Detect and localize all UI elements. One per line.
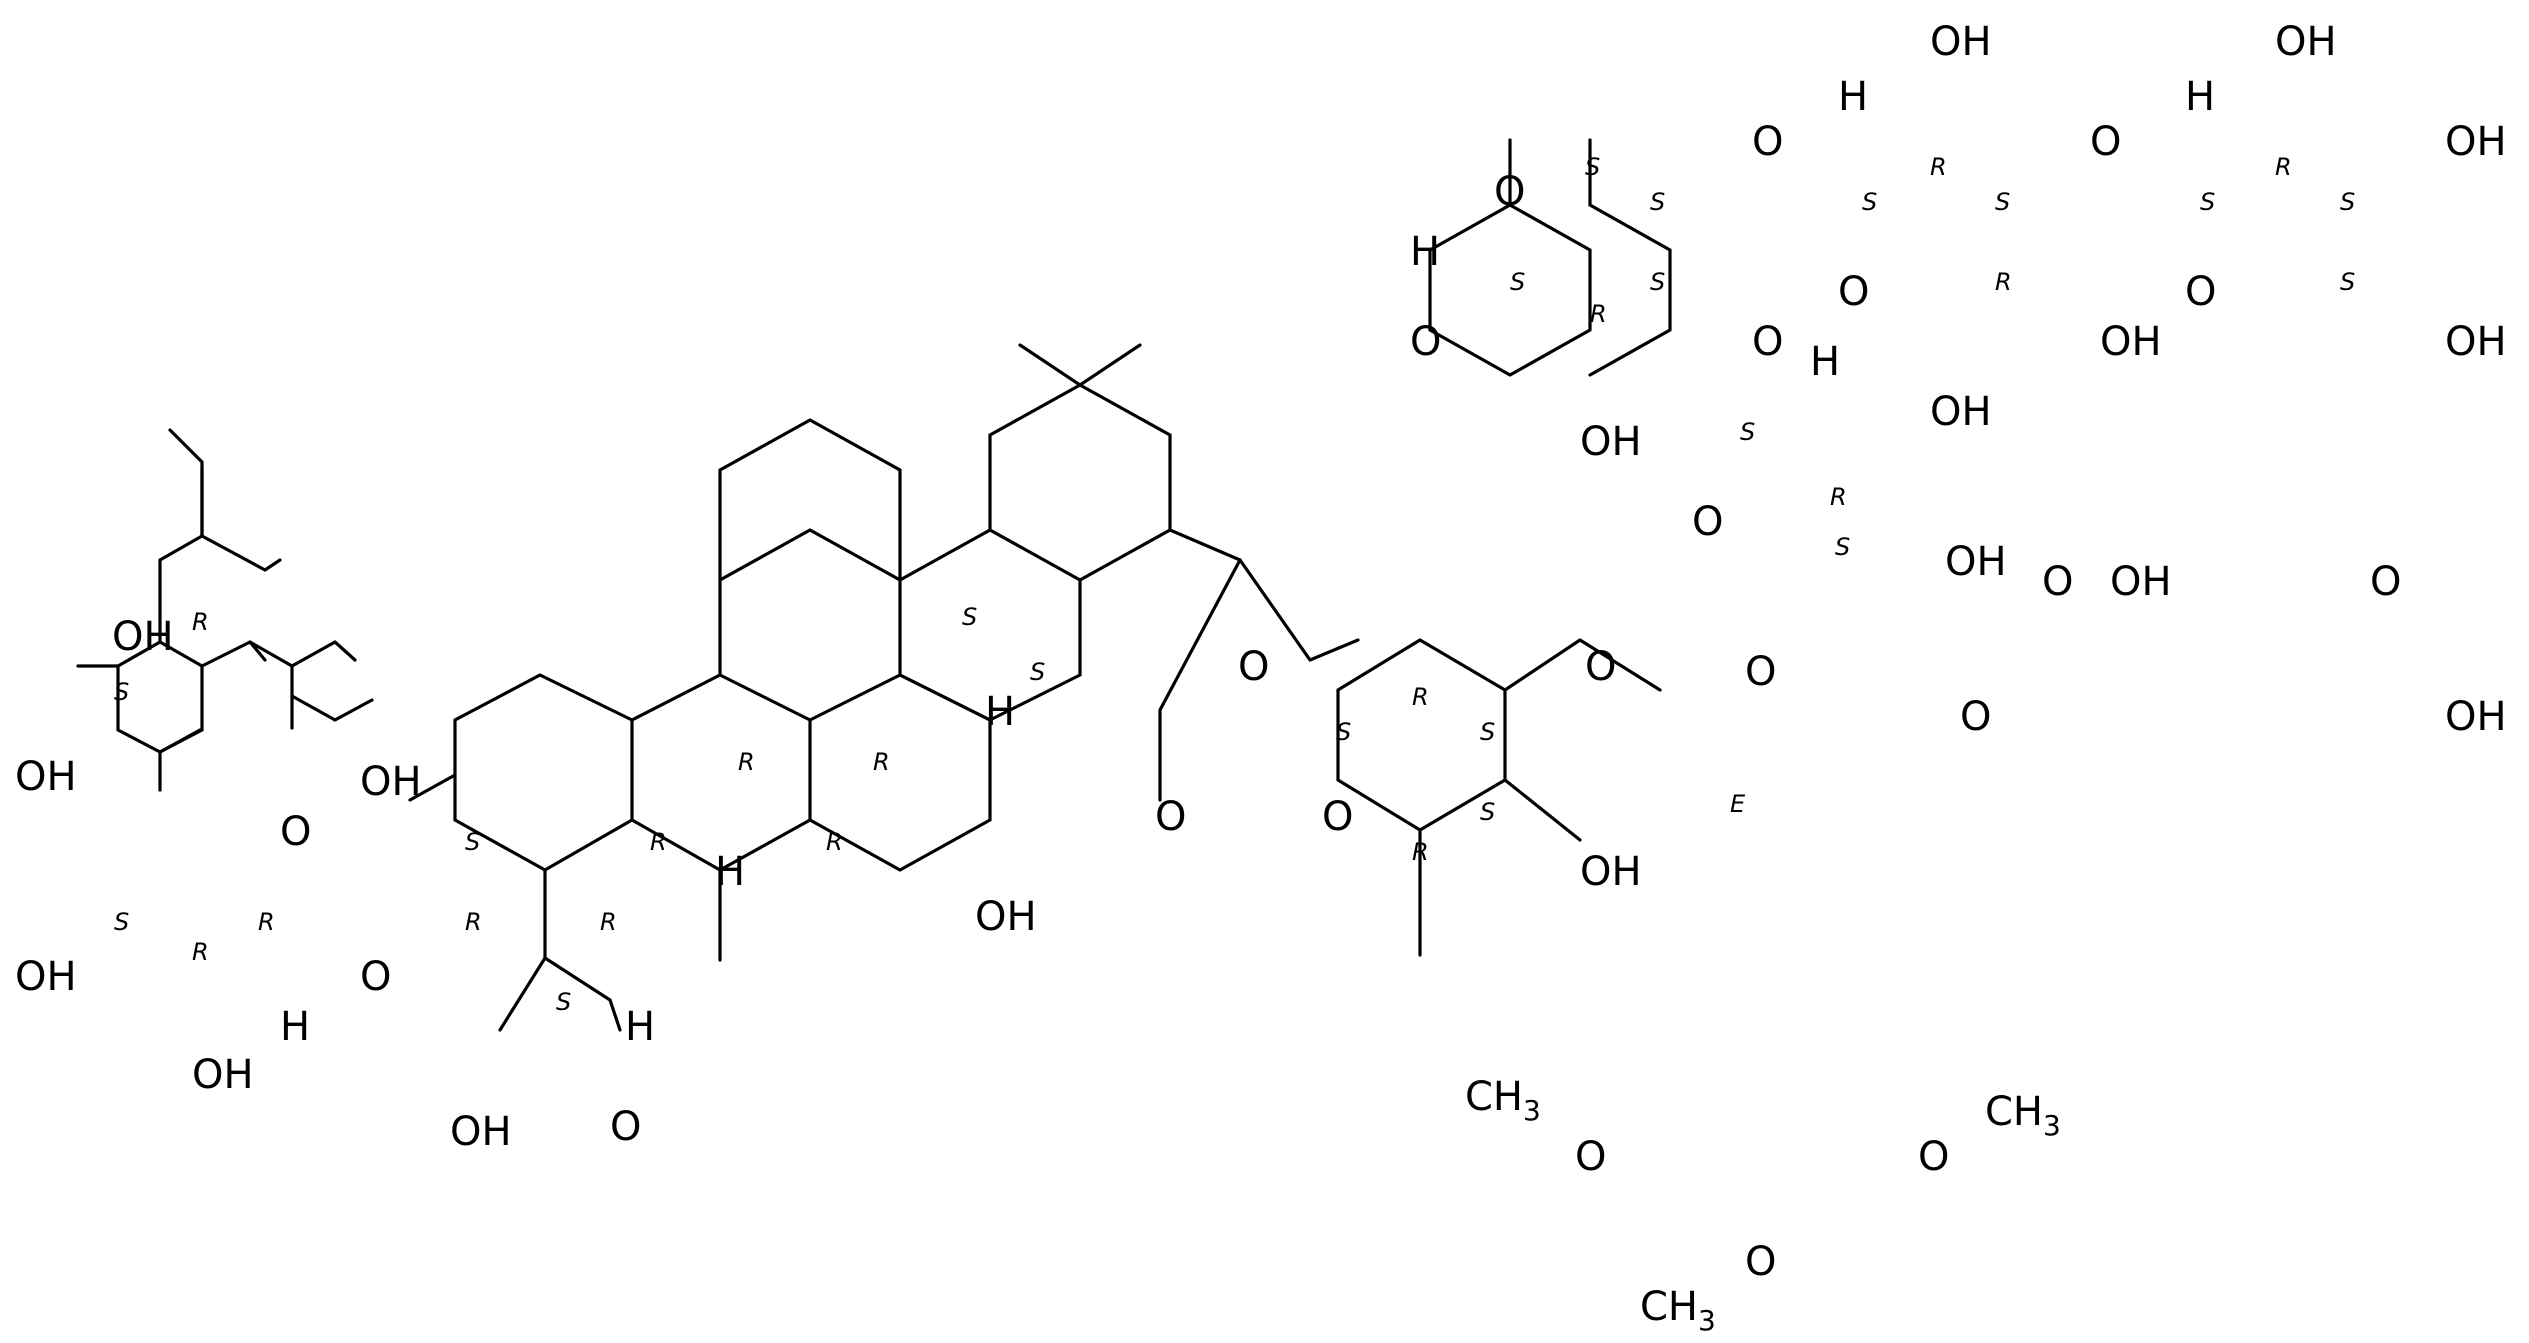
atom-label-oh-api-3: OH [1945, 539, 2007, 585]
atom-label-o-api-ring: O [1692, 499, 1723, 545]
atom-label-o-xyl2-ring: O [2185, 269, 2216, 315]
atom-label-oh-acid: OH [450, 1109, 512, 1155]
stereo-xyl-c4: R [1995, 268, 2012, 296]
stereo-xyl2-c1: S [2200, 188, 2215, 216]
stereo-agly-c18: S [962, 603, 977, 631]
stereo-glc-c3: S [114, 908, 129, 936]
atom-label-o-cinnamoyl-carbonyl: O [1745, 649, 1776, 695]
atom-label-o-fuc-3: O [1585, 644, 1616, 690]
atom-label-h-xyl2-1: H [2185, 74, 2215, 120]
atom-label-oh-xyl2-3: OH [2445, 119, 2507, 165]
stereo-descriptors: R S S R R S R S R R R R R S S S R S S R … [114, 153, 2355, 1016]
atom-label-o-fuc-ring: O [1322, 794, 1353, 840]
stereo-xyl2-c4: S [2340, 268, 2355, 296]
methyl-label-left: CH3 [1465, 1074, 1541, 1127]
atom-label-oh-api-2: OH [1930, 389, 1992, 435]
stereo-agly-c17: S [1030, 658, 1045, 686]
atom-label-h-glc-1: H [280, 1004, 310, 1050]
stereo-glc-c2: R [192, 938, 209, 966]
atom-label-o-methoxy-right: O [1918, 1134, 1949, 1180]
stereo-xyl-c1: S [1862, 188, 1877, 216]
atom-label-oh-xyl2-2: OH [2275, 19, 2337, 65]
stereo-rha-c3: S [1650, 268, 1665, 296]
atom-label-o-methoxy-left: O [1575, 1134, 1606, 1180]
stereo-xyl2-c2: R [2275, 153, 2292, 181]
stereo-rha-c1: S [1510, 268, 1525, 296]
atom-label-o-xyl-ring: O [1838, 269, 1869, 315]
stereo-xyl-c2: R [1930, 153, 1947, 181]
stereo-fuc-c2: R [1412, 683, 1429, 711]
stereo-rha-c5: S [1585, 153, 1600, 181]
atom-label-oh-glc-4: OH [15, 754, 77, 800]
methyl-label-bottom: CH3 [1640, 1284, 1716, 1337]
stereo-api-c1: S [1740, 418, 1755, 446]
atom-label-o-acid: O [610, 1104, 641, 1150]
stereo-xyl-c3: S [1995, 188, 2010, 216]
methyl-label-right: CH3 [1985, 1089, 2061, 1142]
atom-labels: OH OH OH OH O H O OH OH O H H H OH O O O… [15, 19, 2507, 1337]
atom-label-o-ester-link: O [1238, 644, 1269, 690]
stereo-agly-c5: R [600, 908, 617, 936]
stereo-api-c3: S [1835, 533, 1850, 561]
atom-label-o-hmg-carbonyl: O [2042, 559, 2073, 605]
atom-label-o-rha-4: O [1752, 119, 1783, 165]
stereo-agly-c10: R [650, 828, 667, 856]
atom-label-oh-glc-3: OH [15, 954, 77, 1000]
atom-label-oh-c27: OH [975, 894, 1037, 940]
stereo-rha-c2: R [1590, 300, 1607, 328]
stereo-agly-c14: R [873, 748, 890, 776]
atom-label-o-fuc-2: O [1410, 319, 1441, 365]
stereo-agly-c2: S [465, 828, 480, 856]
stereo-glc-c1: R [258, 908, 275, 936]
atom-label-oh-fuc-4: OH [1580, 849, 1642, 895]
atom-label-o-glc-link: O [360, 954, 391, 1000]
atom-label-oh-xyl2-4: OH [2445, 319, 2507, 365]
atom-label-h-xyl-1: H [1838, 74, 1868, 120]
atom-label-oh-hmg-acid: OH [2445, 694, 2507, 740]
stereo-xyl2-c3: S [2340, 188, 2355, 216]
atom-label-o-ester-carbonyl: O [1155, 794, 1186, 840]
atom-label-oh-rha-2: OH [1580, 419, 1642, 465]
stereo-agly-c4: S [556, 988, 571, 1016]
atom-label-oh-xyl-2: OH [1930, 19, 1992, 65]
atom-label-o-rha-3: O [1752, 319, 1783, 365]
atom-label-o-hmg-ester: O [1960, 694, 1991, 740]
stereo-fuc-c1: S [1336, 718, 1351, 746]
stereo-agly-c3: R [465, 908, 482, 936]
atom-label-h-c18: H [985, 689, 1015, 735]
atom-label-oh-c2: OH [360, 759, 422, 805]
atom-label-h-c9: H [715, 849, 745, 895]
stereo-fuc-c3: S [1480, 718, 1495, 746]
stereo-glc-c4: S [114, 678, 129, 706]
stereo-glc-c6: R [192, 608, 209, 636]
atom-label-o-methoxy-bottom: O [1745, 1239, 1776, 1285]
stereo-agly-c9: R [738, 748, 755, 776]
atom-label-o-glc-ring: O [280, 809, 311, 855]
stereo-fuc-c4: S [1480, 798, 1495, 826]
bond-lines [76, 138, 1672, 1032]
atom-label-h-c5: H [625, 1004, 655, 1050]
atom-label-h-rha-1: H [1410, 229, 1440, 275]
stereo-agly-c8: R [826, 828, 843, 856]
atom-label-oh-xyl-3: OH [2100, 319, 2162, 365]
stereo-rha-c4: S [1650, 188, 1665, 216]
atom-label-oh-glc-6: OH [112, 614, 174, 660]
atom-label-oh-glc-2: OH [192, 1052, 254, 1098]
stereo-fuc-c5: R [1412, 838, 1429, 866]
atom-label-oh-hmg: OH [2110, 559, 2172, 605]
atom-label-o-xyl-4: O [2090, 119, 2121, 165]
stereo-api-c2: R [1830, 483, 1847, 511]
atom-label-o-hmg-acid-carbonyl: O [2370, 559, 2401, 605]
atom-label-o-rha-ring: O [1494, 169, 1525, 215]
stereo-alkene: E [1730, 790, 1746, 818]
atom-label-h-api-1: H [1810, 339, 1840, 385]
